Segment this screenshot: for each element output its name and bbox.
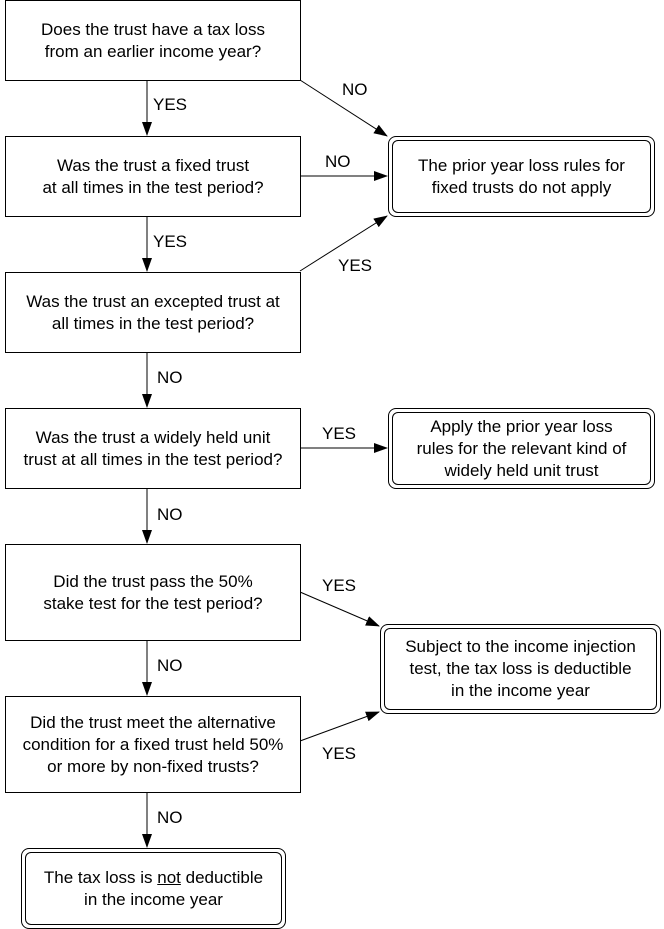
question-line: Does the trust have a tax loss	[41, 19, 265, 39]
arrow-q5-deductible	[299, 591, 380, 627]
label-no: NO	[342, 80, 368, 99]
question-line: Was the trust a fixed trust	[56, 155, 250, 175]
question-line: Was the trust an excepted trust at	[26, 291, 280, 311]
outcome-line: Apply the prior year loss	[430, 416, 613, 436]
emphasis-not: not	[157, 867, 181, 887]
outcome-line: Subject to the income injection	[405, 637, 636, 656]
question-line: from an earlier income year?	[44, 41, 262, 61]
outcome-line: fixed trusts do not apply	[431, 177, 612, 197]
arrow-q3-notapply	[299, 215, 388, 272]
label-no: NO	[157, 808, 183, 827]
question-line: Was the trust a widely held unit	[35, 427, 271, 447]
label-yes: YES	[153, 232, 188, 251]
outcome-line: in the income year	[451, 681, 590, 700]
outcome-line: rules for the relevant kind of	[416, 438, 627, 458]
label-no: NO	[157, 368, 183, 387]
question-line: Did the trust pass the 50%	[53, 571, 253, 591]
question-line: or more by non-fixed trusts?	[47, 756, 259, 776]
label-no: NO	[157, 656, 183, 675]
outcome-line: The tax loss is not deductible	[44, 867, 263, 889]
outcome-not-deductible: The tax loss is not deductible in the in…	[21, 848, 286, 929]
label-yes: YES	[338, 256, 373, 275]
outcome-line: test, the tax loss is deductible	[409, 659, 632, 678]
outcome-deductible: Subject to the income injection test, the…	[380, 624, 661, 714]
label-yes: YES	[153, 95, 188, 114]
question-line: Did the trust meet the alternative	[30, 712, 276, 732]
label-no: NO	[157, 505, 183, 524]
label-yes: YES	[322, 576, 357, 595]
outcome-line: The prior year loss rules for	[418, 155, 625, 175]
question-line: condition for a fixed trust held 50%	[22, 734, 284, 754]
question-stake-test: Did the trust pass the 50%stake test for…	[5, 544, 301, 641]
outcome-text: The tax loss is	[43, 867, 158, 887]
question-line: at all times in the test period?	[42, 177, 264, 197]
arrow-q1-notapply	[299, 79, 388, 137]
outcome-line: in the income year	[84, 889, 223, 909]
label-yes: YES	[322, 424, 357, 443]
outcome-line: widely held unit trust	[444, 460, 599, 480]
question-line: all times in the test period?	[51, 313, 255, 333]
arrow-q6-deductible	[299, 711, 380, 742]
question-line: stake test for the test period?	[43, 593, 263, 613]
label-no: NO	[325, 152, 351, 171]
label-yes: YES	[322, 744, 357, 763]
question-line: trust at all times in the test period?	[23, 449, 283, 469]
outcome-text: deductible	[180, 867, 264, 887]
